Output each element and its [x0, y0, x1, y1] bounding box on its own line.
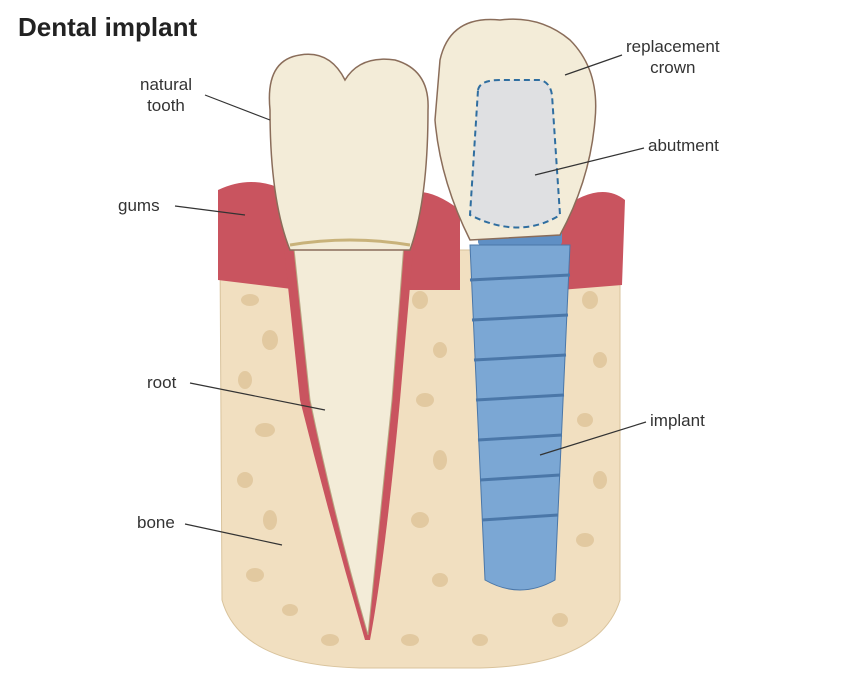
gums-area: [218, 182, 625, 290]
label-bone: bone: [137, 513, 175, 532]
label-root: root: [147, 373, 177, 392]
label-abutment: abutment: [648, 136, 719, 155]
natural-tooth-crown: [268, 53, 429, 251]
leader-lines: [174, 54, 647, 546]
bone-pores: [237, 291, 607, 646]
label-text: tooth: [147, 96, 185, 115]
label-replacement-crown: replacement crown: [626, 36, 720, 78]
label-text: crown: [650, 58, 696, 77]
abutment: [468, 79, 562, 229]
diagram-title: Dental implant: [18, 12, 198, 42]
implant-screw: [469, 244, 571, 591]
label-text: replacement: [626, 37, 720, 56]
implant-threads: [469, 273, 571, 522]
label-text: natural: [140, 75, 192, 94]
label-implant: implant: [650, 411, 705, 430]
label-natural-tooth: natural tooth: [140, 74, 192, 116]
label-gums: gums: [118, 196, 160, 215]
